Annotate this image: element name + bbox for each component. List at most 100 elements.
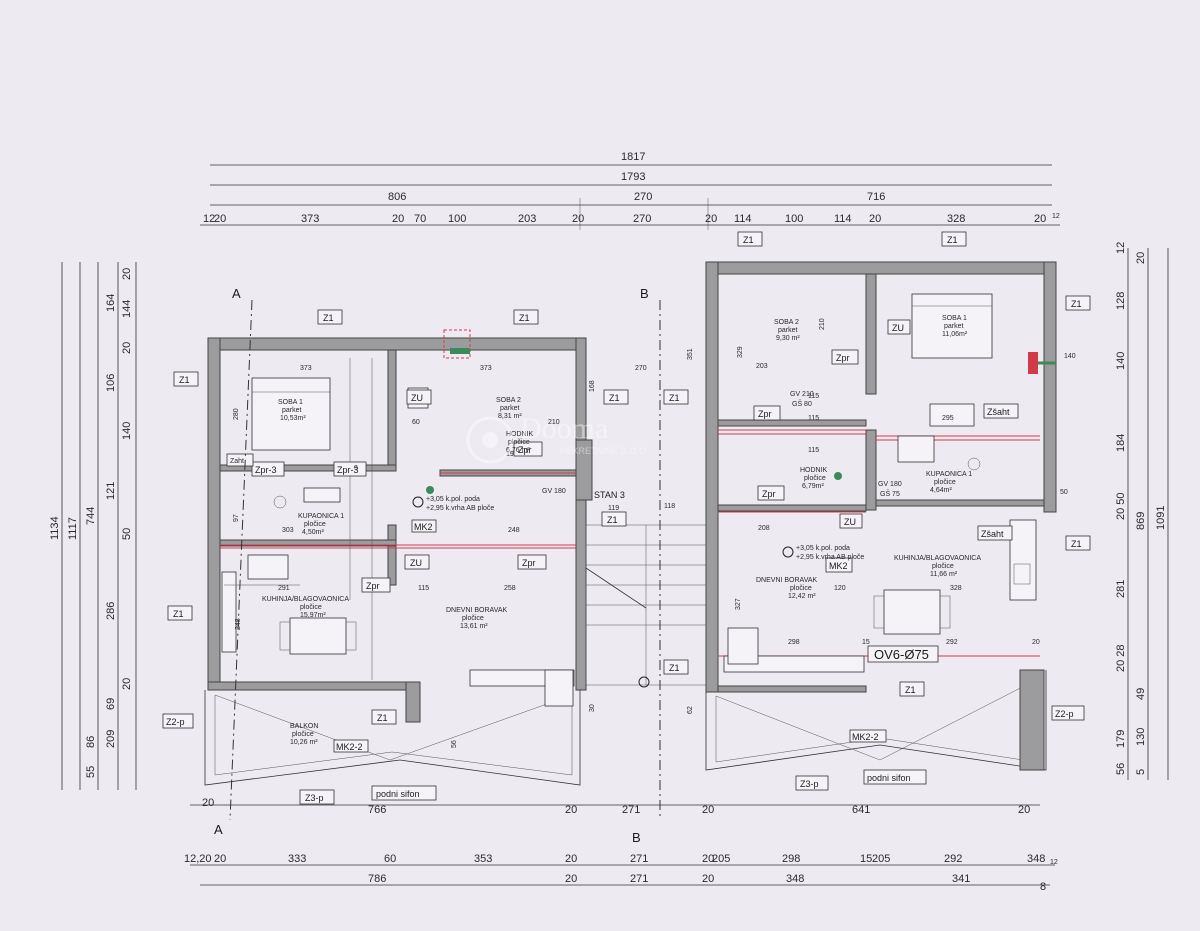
dim-bot-1-3: 271 <box>622 804 640 816</box>
svg-text:SOBA 1: SOBA 1 <box>278 399 303 406</box>
svg-text:pločice: pločice <box>300 604 322 611</box>
left-dim-12: 168 <box>589 380 596 392</box>
dim-left-4-4: 69 <box>105 698 117 710</box>
left-room-dnevni-boravak: DNEVNI BORAVAK pločice 13,61 m² <box>446 607 508 630</box>
section-markers: A A B B <box>214 286 661 845</box>
right-room-kuhinja: KUHINJA/BLAGOVAONICA pločice 11,66 m² <box>894 555 981 578</box>
dim-left-4-3: 286 <box>105 602 117 620</box>
dim-bot-1-4: 20 <box>702 804 714 816</box>
section-a-bottom: A <box>214 822 223 837</box>
svg-text:11,06m²: 11,06m² <box>942 331 968 338</box>
left-tag-zpr3a: Zpr-3 <box>255 465 277 475</box>
left-level-note: +3,05 k.pol. poda +2,95 k.vrha AB ploče <box>412 486 494 512</box>
right-dim-10: 298 <box>788 639 800 646</box>
svg-text:BALKON: BALKON <box>290 723 318 730</box>
right-dim-13: 20 <box>1032 639 1040 646</box>
left-dim-10: 210 <box>548 419 560 426</box>
dim-top-stair: 270 <box>634 191 652 203</box>
left-tag-zu2: ZU <box>411 393 423 403</box>
dim-right-1-0: 12 <box>1115 242 1127 254</box>
dim-top-4-4: 70 <box>414 213 426 225</box>
left-room-kupaonica: KUPAONICA 1 pločice 4,50m² <box>298 513 344 536</box>
dim-top-left-block: 806 <box>388 191 406 203</box>
left-tag-z3p: Z3-p <box>305 793 324 803</box>
left-room-balkon: BALKON pločice 10,26 m² <box>290 723 318 746</box>
right-tag-z1-bottom: Z1 <box>905 685 916 695</box>
dim-right-2-3: 130 <box>1135 728 1147 746</box>
right-dim-1: 210 <box>819 318 826 330</box>
dim-bot-3-0: 786 <box>368 873 386 885</box>
dim-bot-2-11: 205 <box>872 853 890 865</box>
watermark: Dooma NEKRETNINE D.O.O. <box>466 412 649 464</box>
svg-text:+3,05 k.pol. poda: +3,05 k.pol. poda <box>796 545 850 552</box>
right-tag-z1-top2: Z1 <box>947 235 958 245</box>
dim-left-5-0: 20 <box>121 268 133 280</box>
right-unit: Z1 Z1 Z1 Z1 Z1 Z1 Z1 Z1 Z2-p Z3-p ZU ZU … <box>601 231 1091 791</box>
svg-text:8,31 m²: 8,31 m² <box>498 413 522 420</box>
dim-bot-3-5: 341 <box>952 873 970 885</box>
dim-top-4-11: 100 <box>785 213 803 225</box>
right-dim-0: 329 <box>737 346 744 358</box>
right-tag-z1-stair: Z1 <box>607 515 618 525</box>
right-tag-z1-right2: Z1 <box>1071 539 1082 549</box>
dim-right-1-3: 184 <box>1115 434 1127 452</box>
svg-text:pločice: pločice <box>462 615 484 622</box>
stair-step-right: 118 <box>664 503 675 510</box>
left-tag-gv180: GV 180 <box>542 488 566 495</box>
left-dim-6: 258 <box>504 585 516 592</box>
right-dim-11: 15 <box>862 639 870 646</box>
svg-text:parket: parket <box>282 407 302 414</box>
dim-top-4-0: 12 <box>203 213 215 225</box>
right-tag-gs80: GŠ 80 <box>792 399 812 408</box>
left-tag-mk2: MK2 <box>414 522 433 532</box>
dim-bot-1-0: 20 <box>202 797 214 809</box>
dim-bot-3-4: 348 <box>786 873 804 885</box>
left-tag-z2p: Z2-p <box>166 717 185 727</box>
left-unit: Z1 Z1 Z1 Z1 Z1 Z1 Z2-p Z3-p ZU ZU Zpr Zp… <box>162 309 647 805</box>
left-room-soba-2: SOBA 2 parket 8,31 m² <box>496 397 522 420</box>
left-dim-2: 97 <box>233 514 240 522</box>
dim-bot-3-6: 8 <box>1040 881 1046 893</box>
right-tag-z1-left: Z1 <box>669 393 680 403</box>
svg-text:10,26 m²: 10,26 m² <box>290 739 318 746</box>
right-dim-16: 140 <box>1064 353 1076 360</box>
right-dim-17: 50 <box>1060 489 1068 496</box>
left-room-soba-1: SOBA 1 parket 10,53m² <box>278 399 306 422</box>
left-dim-5: 115 <box>418 585 429 592</box>
svg-text:HODNIK: HODNIK <box>800 467 828 474</box>
dim-left-overall: 1117 <box>67 517 79 540</box>
left-dim-8: 373 <box>480 365 492 372</box>
left-tag-zpr3: Zpr <box>366 581 380 591</box>
dim-top-4-7: 20 <box>572 213 584 225</box>
left-dim-13: 30 <box>589 704 596 712</box>
dim-bot-2-8: 205 <box>712 853 730 865</box>
dim-top-4-3: 20 <box>392 213 404 225</box>
watermark-sub: NEKRETNINE D.O.O. <box>560 446 649 456</box>
dim-bot-2-12: 292 <box>944 853 962 865</box>
right-dim-8: 120 <box>834 585 846 592</box>
left-dim-14: 19 <box>506 451 514 458</box>
dim-right-1-7: 179 <box>1115 730 1127 748</box>
svg-text:KUPAONICA 1: KUPAONICA 1 <box>926 471 972 478</box>
right-dimension-lines: 12 128 140 184 20 50 281 20 28 179 56 20… <box>1115 242 1169 780</box>
right-level-note: +3,05 k.pol. poda +2,95 k.vrha AB ploče <box>782 472 864 561</box>
right-dim-3: 115 <box>808 415 819 422</box>
section-b-top: B <box>640 286 649 301</box>
left-dim-0: 373 <box>300 365 312 372</box>
svg-text:DNEVNI BORAVAK: DNEVNI BORAVAK <box>446 607 508 614</box>
right-dim-18: 62 <box>687 706 694 714</box>
right-drain-label: podni sifon <box>867 773 911 783</box>
svg-text:6,76 m²: 6,76 m² <box>506 447 530 454</box>
left-dining-table <box>289 617 347 655</box>
dim-left-3-1: 86 <box>85 736 97 748</box>
dim-left-4-2: 121 <box>105 482 117 500</box>
left-dim-7: 248 <box>508 527 520 534</box>
right-tag-ov6: OV6-Ø75 <box>874 647 929 662</box>
dim-bot-2-14: 12 <box>1050 859 1058 866</box>
dim-right-1-5: 281 <box>1115 580 1127 598</box>
right-dim-15: 327 <box>735 598 742 610</box>
dim-bot-2-13: 348 <box>1027 853 1045 865</box>
left-room-kuhinja: KUHINJA/BLAGOVAONICA pločice 15,97m² <box>262 596 349 619</box>
left-tag-z1-left2: Z1 <box>173 609 184 619</box>
dim-top-overall: 1793 <box>621 171 645 183</box>
